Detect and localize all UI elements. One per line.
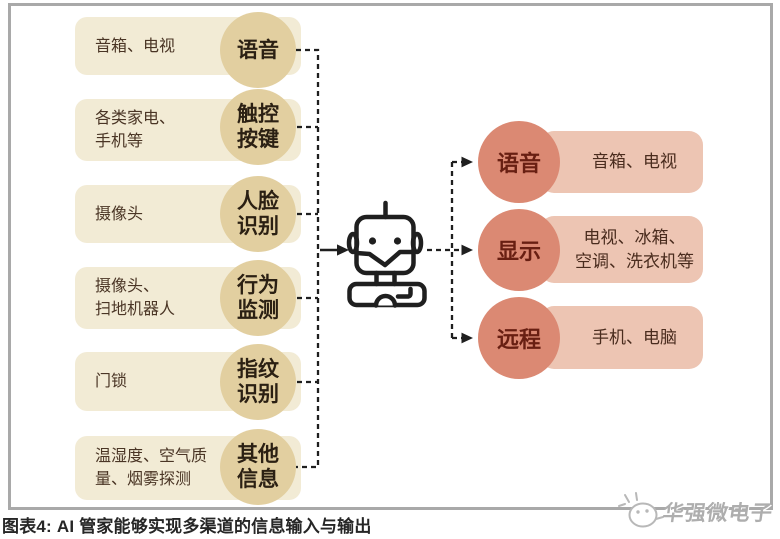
output-device-box: 手机、电脑 xyxy=(540,306,703,369)
output-device-box: 电视、冰箱、 空调、洗衣机等 xyxy=(540,216,703,283)
input-channel-circle: 触控 按键 xyxy=(220,89,296,165)
input-channel-circle: 其他 信息 xyxy=(220,429,296,505)
input-channel-circle: 人脸 识别 xyxy=(220,176,296,252)
input-channel-circle: 指纹 识别 xyxy=(220,344,296,420)
output-channel-circle: 显示 xyxy=(478,209,560,291)
input-channel-circle: 语音 xyxy=(220,12,296,88)
watermark-logo-text: 华强微电子 xyxy=(661,501,775,525)
output-channel-circle: 远程 xyxy=(478,297,560,379)
output-channel-circle: 语音 xyxy=(478,121,560,203)
input-channel-circle: 行为 监测 xyxy=(220,260,296,336)
figure-caption: 图表4: AI 管家能够实现多渠道的信息输入与输出 xyxy=(2,517,372,536)
output-device-box: 音箱、电视 xyxy=(540,131,703,193)
